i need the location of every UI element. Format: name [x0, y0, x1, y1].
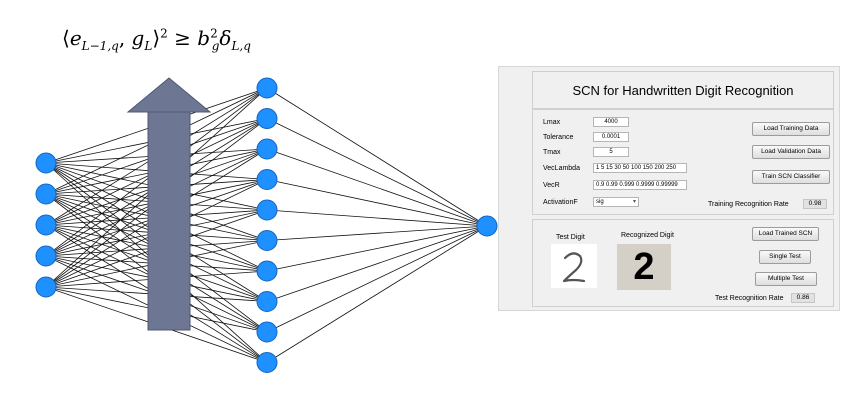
network-edge: [266, 148, 488, 227]
input-node: [35, 183, 57, 205]
gui-title: SCN for Handwritten Digit Recognition: [532, 71, 834, 109]
network-edge: [266, 225, 488, 272]
load-validation-data-button[interactable]: Load Validation Data: [752, 145, 830, 159]
training-panel: Lmax 4000 Tolerance 0.0001 Tmax 5 VecLam…: [532, 109, 834, 215]
vecr-input[interactable]: 0.9 0.99 0.999 0.9999 0.99999: [593, 180, 687, 190]
network-edge: [266, 87, 488, 227]
load-training-data-button[interactable]: Load Training Data: [752, 122, 830, 136]
train-scn-classifier-button[interactable]: Train SCN Classifier: [752, 170, 830, 184]
lmax-label: Lmax: [543, 119, 561, 126]
load-trained-scn-button[interactable]: Load Trained SCN: [752, 227, 819, 241]
hidden-node: [256, 199, 278, 221]
veclambda-label: VecLambda: [543, 165, 580, 172]
network-connections: [45, 87, 488, 363]
test-rate-value: 0.86: [791, 293, 815, 303]
input-node: [35, 276, 57, 298]
hidden-node: [256, 321, 278, 343]
test-digit-image: [551, 244, 597, 288]
hidden-node: [256, 138, 278, 160]
single-test-button[interactable]: Single Test: [759, 250, 811, 264]
recognized-digit-display: 2: [617, 244, 671, 290]
hidden-node: [256, 230, 278, 251]
network-nodes: [35, 77, 498, 373]
tolerance-input[interactable]: 0.0001: [593, 132, 629, 142]
network-edge: [266, 225, 488, 302]
training-rate-value: 0.98: [803, 199, 827, 209]
network-edge: [266, 225, 488, 333]
network-edge: [266, 118, 488, 227]
tmax-input[interactable]: 5: [593, 147, 629, 157]
tolerance-label: Tolerance: [543, 134, 574, 141]
hidden-node: [256, 108, 278, 129]
input-node: [35, 152, 57, 174]
input-node: [35, 214, 57, 236]
activation-label: ActivationF: [543, 199, 578, 206]
activation-select[interactable]: sig: [593, 197, 639, 207]
handwritten-digit-icon: [562, 252, 586, 283]
vecr-label: VecR: [543, 182, 560, 189]
upward-arrow-icon: [126, 77, 212, 331]
network-edge: [266, 225, 488, 363]
multiple-test-button[interactable]: Multiple Test: [755, 272, 817, 286]
test-rate-label: Test Recognition Rate: [715, 295, 784, 302]
network-edge: [266, 209, 488, 227]
test-panel: Test Digit Recognized Digit 2 Load Train…: [532, 219, 834, 307]
hidden-node: [256, 169, 278, 190]
hidden-node: [256, 77, 278, 99]
hidden-node: [256, 352, 278, 373]
input-node: [35, 245, 57, 267]
formula: ⟨eL−1,q, gL⟩2 ≥ b2gδL,q: [62, 26, 251, 53]
hidden-node: [256, 260, 278, 282]
recognized-digit-label: Recognized Digit: [621, 232, 674, 239]
training-rate-label: Training Recognition Rate: [708, 201, 789, 208]
scn-gui-window: SCN for Handwritten Digit Recognition Lm…: [498, 66, 840, 311]
lmax-input[interactable]: 4000: [593, 117, 629, 127]
output-node: [476, 215, 498, 237]
network-edge: [266, 225, 488, 241]
veclambda-input[interactable]: 1 5 15 30 50 100 150 200 250: [593, 163, 687, 173]
hidden-node: [256, 291, 278, 312]
network-edge: [266, 179, 488, 227]
test-digit-label: Test Digit: [556, 234, 585, 241]
neural-network-diagram: [35, 77, 498, 373]
tmax-label: Tmax: [543, 149, 561, 156]
